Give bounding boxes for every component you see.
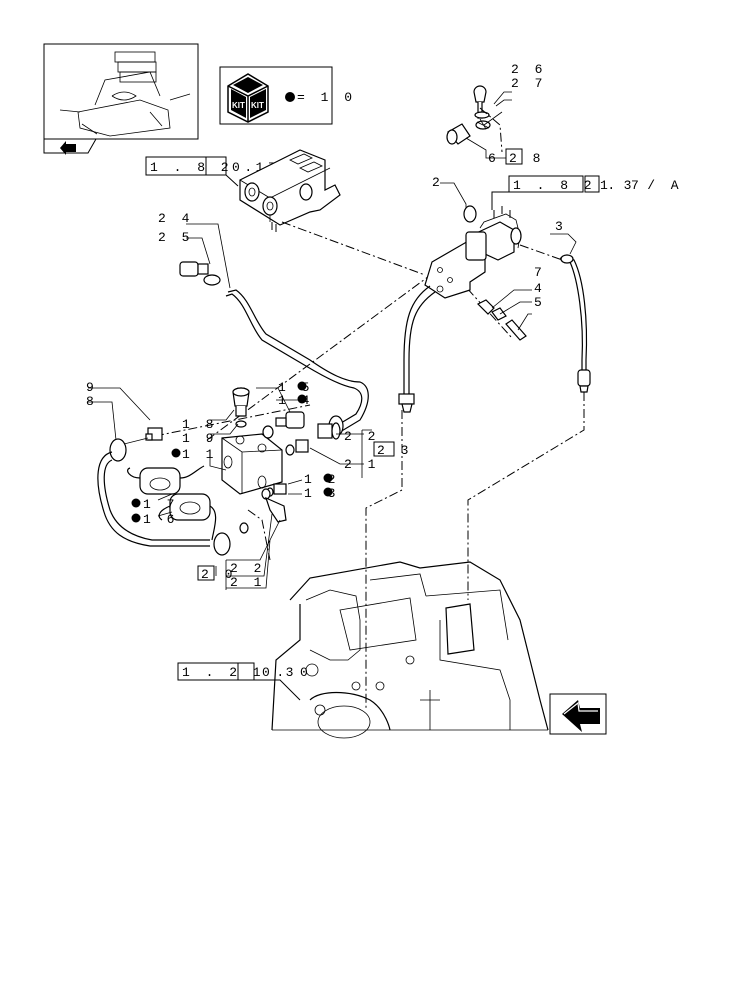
solenoid-17 [127,465,205,495]
kit-bullet-13 [323,487,333,497]
part-22-label-b: 2 2 [230,561,265,576]
part-3-label: 3 [555,219,567,234]
kit-cube-icon: KIT KIT [227,73,269,123]
kit-legend-text: = 1 0 [297,90,356,105]
part-13-label: 1 3 [304,486,339,501]
kit-legend-box: KIT KIT = 1 0 [219,66,356,125]
svg-text:1 . 8 2 . 7: 1 . 8 2 . 7 [513,178,643,193]
pipe-3 [559,257,583,372]
kit-bullet-11 [171,448,181,458]
washer-7 [476,299,495,315]
control-valve-assembly [424,206,522,299]
part-11-label: 1 1 [182,447,217,462]
fitting-screw-26 [473,85,490,119]
part-16-label: 1 6 [143,512,178,527]
part-9-label: 9 [86,380,98,395]
part-4-label: 4 [534,281,546,296]
kit-bullet-icon [285,92,295,102]
kit-label-1: KIT [232,101,245,110]
kit-bullet-15 [297,381,307,391]
part-5-label: 5 [534,295,546,310]
cartridge-14 [275,411,305,429]
fitting-27 [475,118,491,130]
kit-bullet-17 [131,498,141,508]
centerline-1 [206,267,441,441]
kit-bullet-12 [323,473,333,483]
connector-9 [145,427,163,441]
kit-label-2: KIT [251,101,264,110]
prev-page-arrow-icon[interactable] [43,138,97,155]
reference-link-1-82-7-13a[interactable]: 1 . 8 2 . 7 1 3 / A [491,175,683,210]
part-21-label-b: 2 1 [230,575,265,590]
part-24-label: 2 4 [158,211,193,226]
part-19-label: 1 9 [182,431,217,446]
solenoid-16 [158,493,217,541]
washer-19 [235,420,247,428]
part-6-label: 6 [488,151,500,166]
fitting-22 [317,422,341,440]
svg-text:1 3 / A: 1 3 / A [600,178,683,193]
fitting-21 [285,439,309,456]
part-22-label-a: 2 2 [344,429,379,444]
part-12-label: 1 2 [304,472,339,487]
part-7-label: 7 [534,265,546,280]
plug-18 [232,387,250,428]
part-14-label: 1 4 [278,393,313,408]
fitting-6 [446,123,471,145]
svg-text:0 1: 0 1 [232,160,267,175]
transmission-housing [271,561,549,739]
next-page-arrow-icon[interactable] [549,693,607,735]
bolt-5 [505,319,527,341]
svg-text:0 3: 0 3 [262,665,297,680]
hose-8 [97,451,210,547]
part-26-label: 2 6 [511,62,546,77]
svg-text:1 . 8 2 . 7: 1 . 8 2 . 7 [150,160,280,175]
thumbnail-tractor-icon[interactable] [43,43,199,140]
fitting-25 [179,261,221,286]
part-27-label: 2 7 [511,76,546,91]
seal-4 [491,307,507,321]
part-25-label: 2 5 [158,230,193,245]
reference-link-1-21-0-03[interactable]: 1 . 2 1 . 0 0 3 [177,662,312,701]
svg-text:1 . 2 1 . 0: 1 . 2 1 . 0 [182,665,312,680]
part-8-label: 8 [86,394,98,409]
part-28-label: 2 8 [509,151,544,166]
seal-15 [262,425,274,439]
part-21-label-a: 2 1 [344,457,379,472]
valve-block-11 [221,433,283,495]
part-18-label: 1 8 [182,417,217,432]
part-23-label: 2 3 [377,443,412,458]
reference-link-1-82-7-01[interactable]: 1 . 8 2 . 7 0 1 [145,156,280,187]
kit-bullet-14 [297,394,307,404]
distributor-block [239,149,341,232]
elbow-fitting-20 [239,496,287,534]
pipe-2 [403,285,431,396]
part-20-label: 2 0 [201,567,236,582]
hose-clamp-8 [109,438,127,462]
part-2-label: 2 [432,175,444,190]
pipe-24 [227,289,369,439]
kit-bullet-16 [131,513,141,523]
part-17-label: 1 7 [143,497,178,512]
